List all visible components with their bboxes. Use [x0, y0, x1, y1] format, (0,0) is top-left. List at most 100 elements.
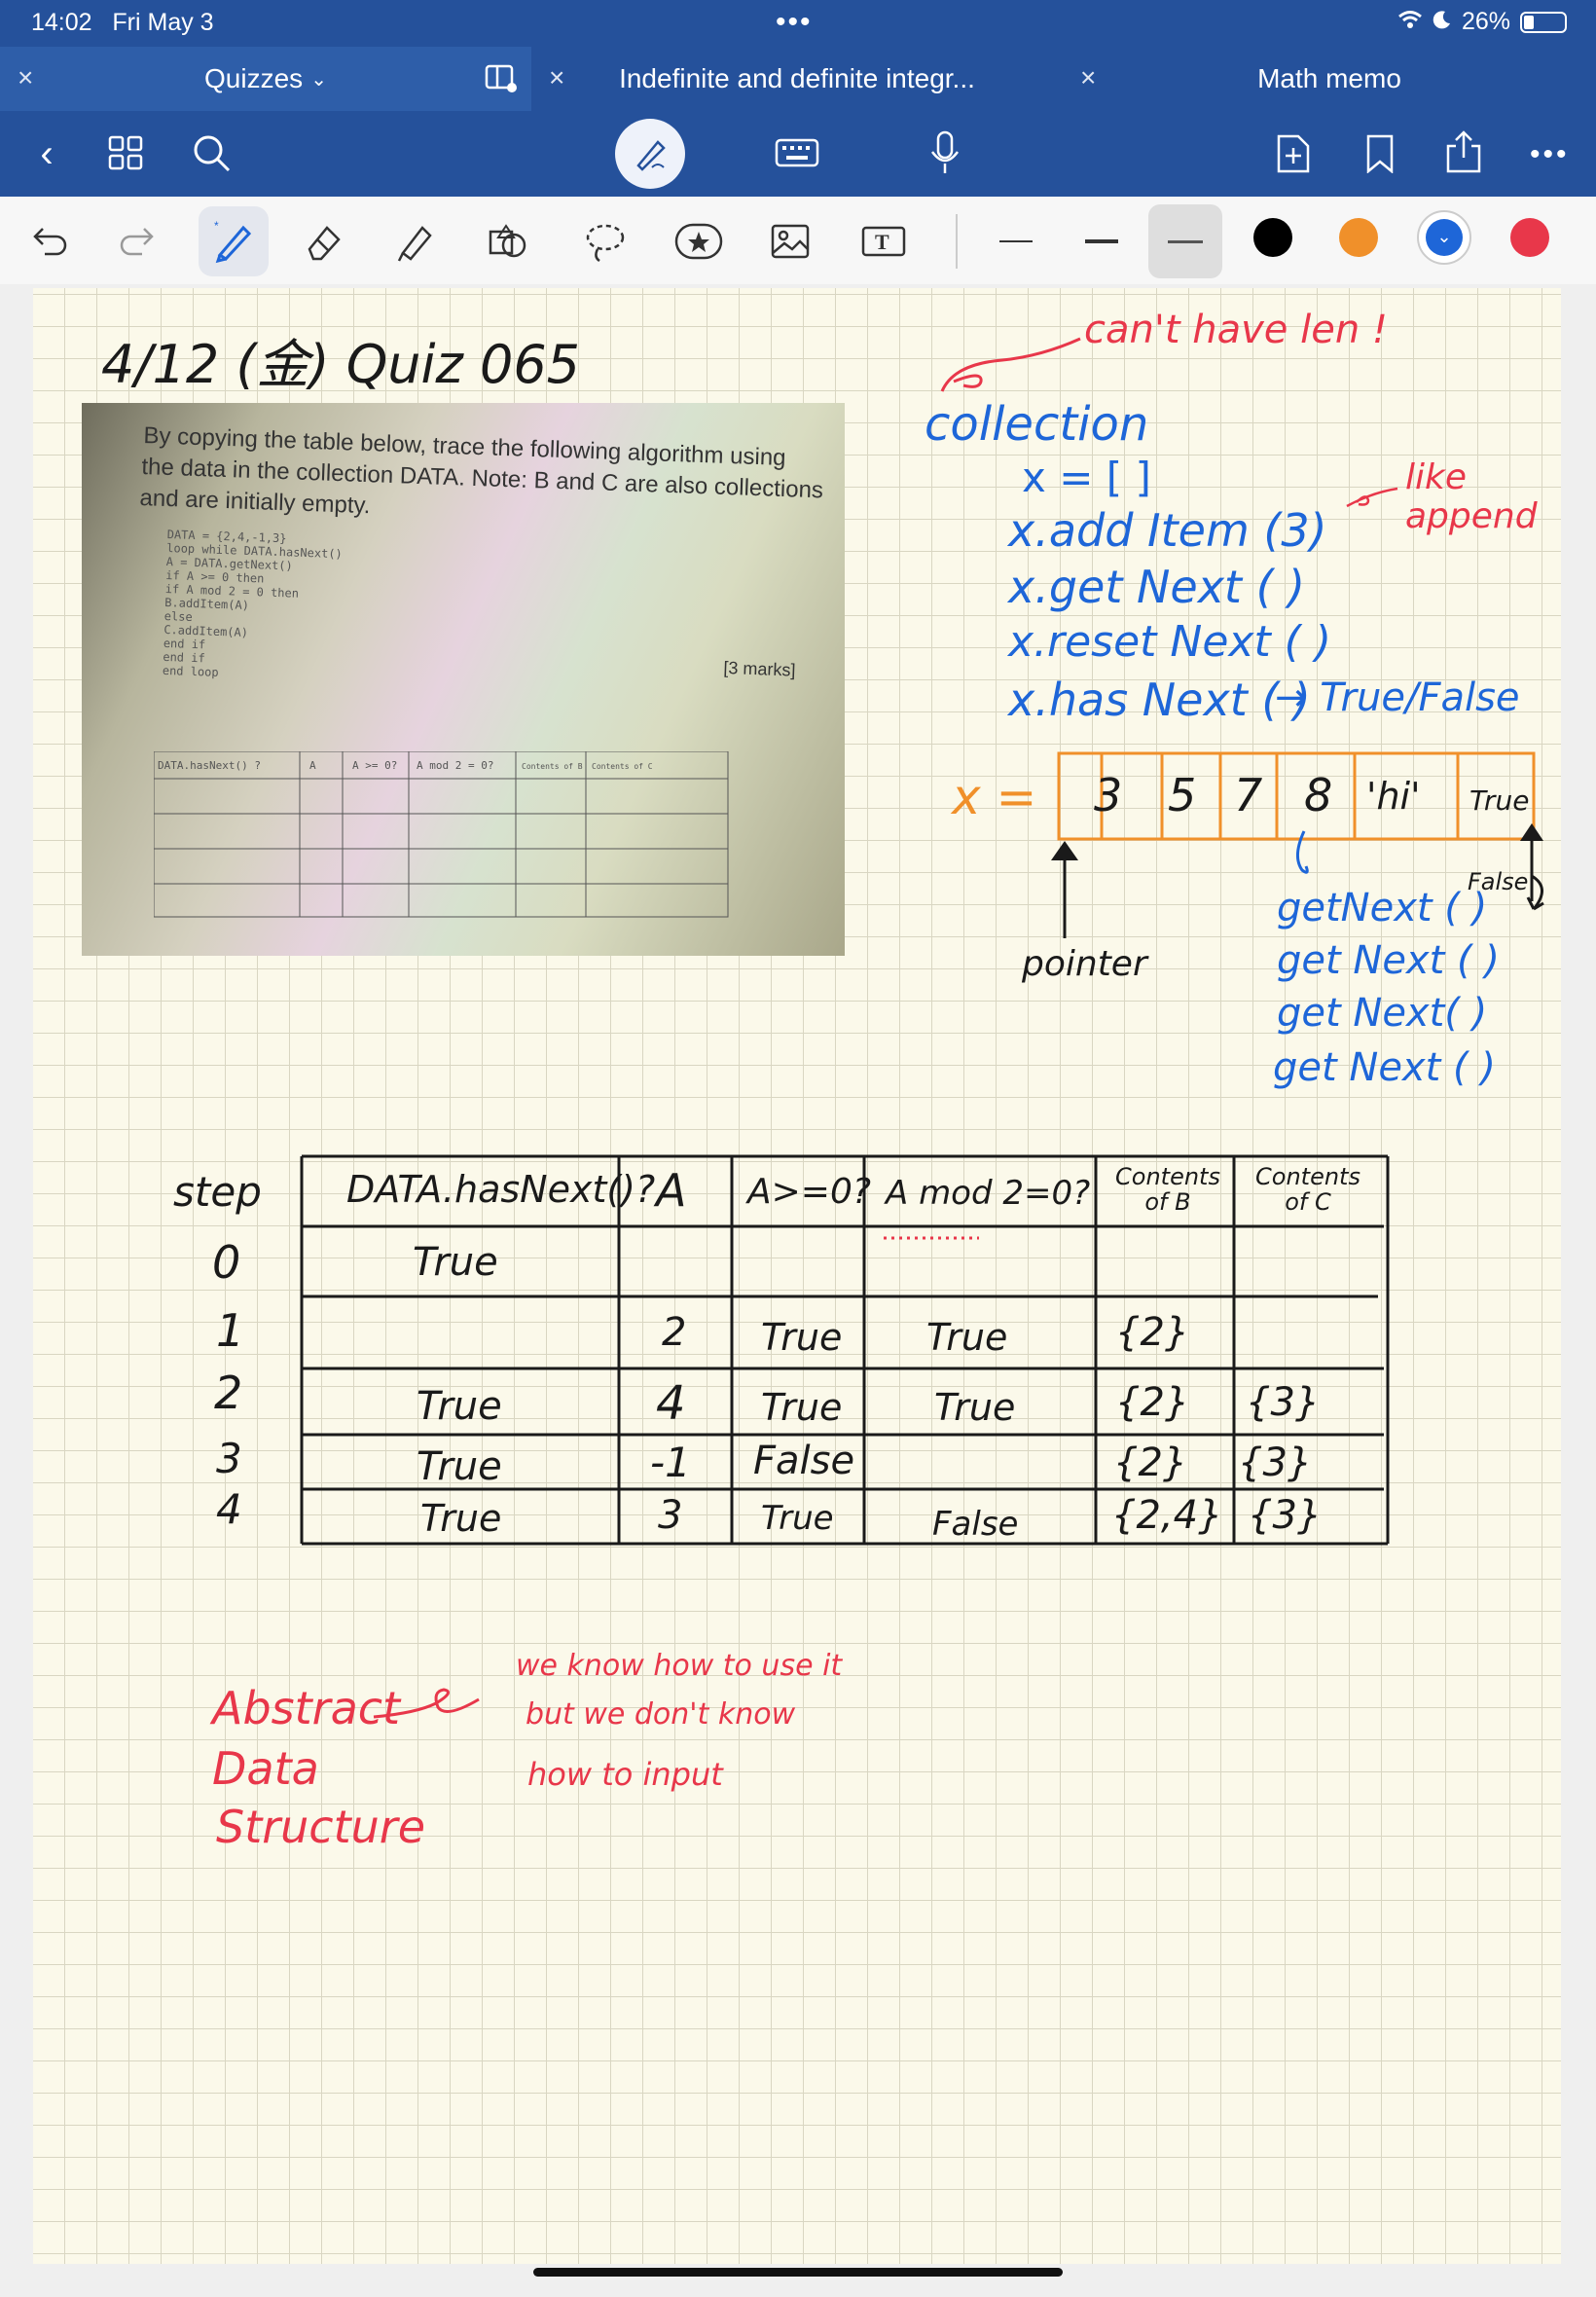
trace-header-a: A	[656, 1164, 687, 1217]
quiz-photo[interactable]: By copying the table below, trace the fo…	[82, 403, 845, 956]
photo-table: DATA.hasNext() ? A A >= 0? A mod 2 = 0? …	[154, 751, 729, 918]
search-icon[interactable]	[191, 132, 232, 173]
trace-cell: True	[761, 1316, 843, 1359]
trace-cell: True	[420, 1497, 502, 1540]
trace-cell: {2}	[1113, 1440, 1188, 1485]
trace-cell: 3	[658, 1493, 683, 1538]
trace-cell: 4	[656, 1376, 686, 1431]
moon-icon	[1433, 8, 1452, 36]
getnext-1: get Next ( )	[1277, 938, 1500, 983]
lasso-icon[interactable]	[574, 210, 636, 273]
getnext-2: get Next( )	[1277, 991, 1488, 1036]
next-arrow	[1296, 830, 1309, 874]
like-append-arrow	[1346, 487, 1398, 508]
redo-icon[interactable]	[105, 210, 167, 273]
tab-math-memo[interactable]: × Math memo	[1063, 47, 1596, 111]
trace-cell: True	[417, 1444, 502, 1489]
trace-cell: {3}	[1246, 1380, 1321, 1425]
photo-table-header: Contents of B	[522, 762, 583, 771]
x-cell-5: True	[1469, 784, 1530, 817]
close-tab-icon[interactable]: ×	[549, 62, 565, 92]
step-4: 4	[216, 1485, 242, 1533]
like-note: like	[1405, 457, 1467, 497]
trace-cell: True	[413, 1240, 498, 1285]
trace-cell: {3}	[1238, 1440, 1313, 1485]
thin-stroke-icon[interactable]	[985, 210, 1047, 273]
trace-cell: False	[932, 1505, 1019, 1544]
trace-header-mod: A mod 2=0?	[886, 1174, 1091, 1213]
thick-stroke-icon[interactable]	[1148, 204, 1222, 278]
undo-icon[interactable]	[19, 210, 82, 273]
tab-label: Quizzes	[204, 63, 304, 93]
pen-mode-icon[interactable]	[615, 119, 685, 189]
close-tab-icon[interactable]: ×	[18, 62, 34, 92]
trace-cell: True	[761, 1386, 843, 1429]
photo-marks: [3 marks]	[723, 657, 796, 680]
append-note: append	[1405, 496, 1538, 536]
photo-text-line3: and are initially empty.	[139, 485, 371, 520]
x-cell-1: 5	[1168, 769, 1197, 821]
trace-cell: {2}	[1115, 1310, 1190, 1355]
tab-bar: × Quizzes ⌄ × Indefinite and definite in…	[0, 47, 1596, 111]
trace-cell: {3}	[1248, 1493, 1323, 1538]
shapes-icon[interactable]	[477, 210, 539, 273]
home-indicator[interactable]	[533, 2268, 1063, 2277]
remark-line-1: we know how to use it	[516, 1649, 843, 1683]
status-time: 14:02 Fri May 3	[31, 9, 214, 36]
trace-cell: True	[926, 1316, 1008, 1359]
drawing-toolbar: * T ⌄	[0, 197, 1596, 285]
close-tab-icon[interactable]: ×	[1080, 62, 1097, 92]
remark-line-2: but we don't know	[526, 1697, 796, 1732]
blue-color-swatch[interactable]: ⌄	[1417, 210, 1471, 265]
code-line-4: x.has Next ( )	[1008, 674, 1311, 726]
more-icon[interactable]: •••	[1530, 138, 1570, 170]
image-icon[interactable]	[759, 210, 821, 273]
trace-header-ge0: A>=0?	[747, 1172, 871, 1212]
keyboard-icon[interactable]	[775, 136, 819, 169]
status-bar: 14:02 Fri May 3 ••• 26%	[0, 0, 1596, 47]
svg-text:*: *	[214, 219, 219, 233]
microphone-icon[interactable]	[928, 130, 961, 175]
chevron-down-icon: ⌄	[1426, 219, 1463, 256]
abstract-arrow	[373, 1688, 480, 1719]
wifi-icon	[1397, 8, 1423, 36]
add-page-icon[interactable]	[1275, 132, 1312, 175]
trace-cell: True	[761, 1499, 834, 1538]
tab-integrals[interactable]: × Indefinite and definite integr...	[531, 47, 1063, 111]
tab-quizzes[interactable]: × Quizzes ⌄	[0, 47, 531, 111]
eraser-icon[interactable]	[292, 210, 354, 273]
back-icon[interactable]: ‹	[40, 131, 54, 175]
sticker-icon[interactable]	[668, 210, 730, 273]
bookmark-icon[interactable]	[1364, 134, 1396, 173]
code-line-2: x.get Next ( )	[1008, 561, 1306, 613]
battery-percent: 26%	[1461, 8, 1510, 35]
true-false-note: → True/False	[1275, 675, 1520, 720]
main-toolbar: ‹ •••	[0, 111, 1596, 197]
text-box-icon[interactable]: T	[852, 210, 915, 273]
pen-tool-icon[interactable]: *	[199, 206, 269, 276]
multitask-dots[interactable]: •••	[776, 6, 813, 38]
red-color-swatch[interactable]	[1510, 218, 1549, 257]
code-line-1: x.add Item (3)	[1008, 504, 1327, 557]
cant-have-len-arrow	[940, 337, 1081, 392]
black-color-swatch[interactable]	[1253, 218, 1292, 257]
x-cell-2: 7	[1234, 769, 1263, 821]
split-view-icon[interactable]	[485, 64, 518, 100]
trace-cell: {2,4}	[1111, 1493, 1223, 1538]
grid-icon[interactable]	[107, 134, 144, 171]
trace-cell: {2}	[1115, 1380, 1190, 1425]
medium-stroke-icon[interactable]	[1070, 210, 1133, 273]
note-header: 4/12 (金) Quiz 065	[101, 334, 581, 395]
photo-table-header: A >= 0?	[352, 759, 397, 772]
trace-cell: -1	[650, 1439, 691, 1486]
share-icon[interactable]	[1444, 128, 1483, 175]
step-1: 1	[216, 1304, 245, 1357]
x-equals-label: x =	[952, 769, 1037, 825]
orange-color-swatch[interactable]	[1339, 218, 1378, 257]
chevron-down-icon: ⌄	[310, 68, 327, 91]
highlighter-icon[interactable]	[383, 210, 446, 273]
photo-table-header: A mod 2 = 0?	[417, 759, 493, 772]
trace-header-b: Contents of B	[1115, 1163, 1220, 1216]
photo-table-header: Contents of C	[592, 762, 653, 771]
trace-table-grid	[300, 1154, 1390, 1546]
